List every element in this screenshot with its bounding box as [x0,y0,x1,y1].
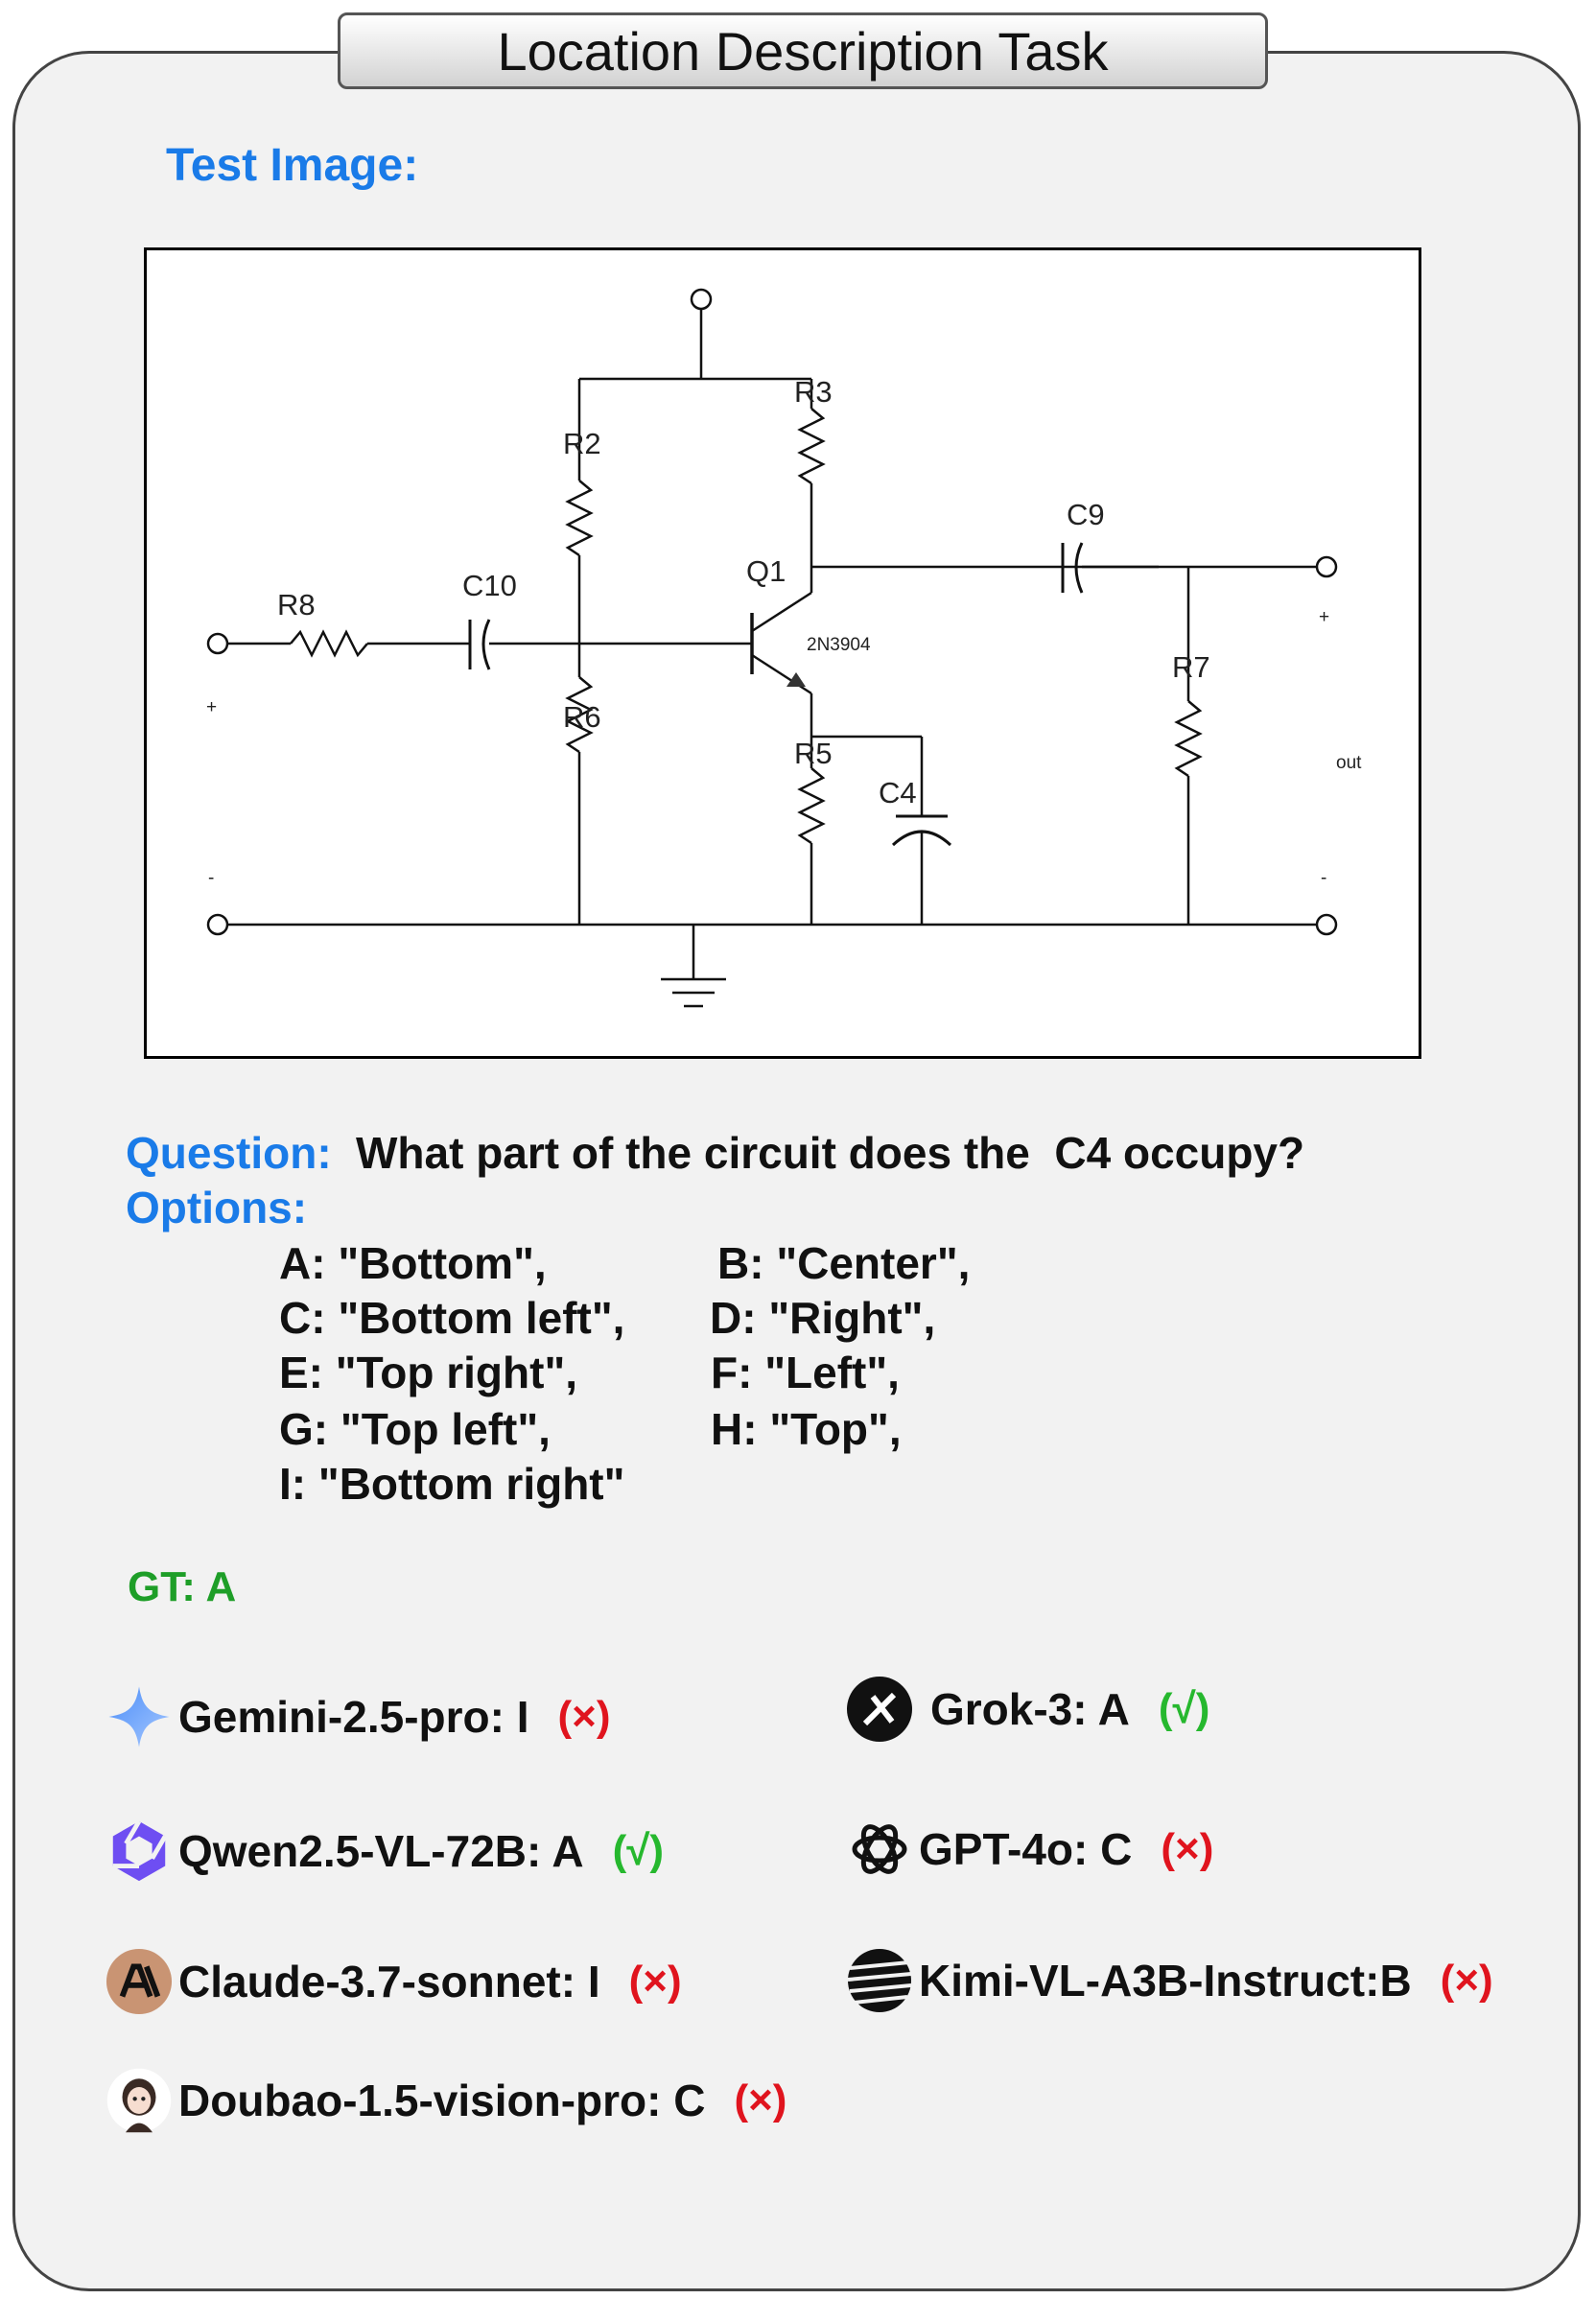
resistor-r6 [565,676,594,754]
resistor-r5 [797,767,826,845]
model-result-grok: Grok-3: A (√) [846,1676,1209,1743]
option-g: G: "Top left", [279,1404,551,1454]
result-mark-grok: (√) [1158,1685,1210,1732]
result-mark-doubao: (×) [734,2076,787,2123]
resistor-r7 [1174,700,1203,778]
qwen-icon [106,1818,173,1885]
circuit-image: R8 C10 R2 R6 R3 Q1 2N3904 R5 C4 C9 R7 ou… [144,247,1421,1059]
label-r7: R7 [1172,650,1210,684]
option-e: E: "Top right", [279,1348,578,1397]
model-name-claude: Claude-3.7-sonnet: I [178,1957,600,2006]
label-r3: R3 [794,375,833,409]
capacitor-c9 [1074,542,1084,594]
label-c9: C9 [1067,498,1105,531]
model-result-kimi: Kimi-VL-A3B-Instruct:B (×) [846,1947,1493,2014]
resistor-r3 [797,408,826,485]
result-mark-qwen: (√) [612,1827,665,1874]
test-image-label: Test Image: [166,140,419,191]
input-ground-terminal [206,913,229,936]
options-label: Options: [126,1183,308,1232]
openai-icon [846,1816,913,1883]
resistor-r8 [290,629,368,658]
result-mark-gpt: (×) [1161,1825,1214,1872]
label-c10: C10 [462,569,517,602]
label-r2: R2 [563,427,601,460]
result-mark-kimi: (×) [1440,1957,1493,2004]
option-d: D: "Right", [710,1293,936,1343]
option-f: F: "Left", [711,1348,900,1397]
option-h: H: "Top", [711,1404,902,1454]
output-terminal-top [1315,555,1338,578]
label-transistor-model: 2N3904 [807,635,871,655]
label-output-minus: - [1321,868,1326,888]
option-a: A: "Bottom", [279,1238,547,1288]
question-label: Question: [126,1128,332,1178]
model-result-gemini: Gemini-2.5-pro: I (×) [106,1683,610,1750]
model-name-gpt: GPT-4o: C [919,1824,1133,1874]
model-name-gemini: Gemini-2.5-pro: I [178,1692,529,1742]
label-r6: R6 [563,700,601,734]
question-text: What part of the circuit does the C4 occ… [356,1128,1305,1178]
output-ground-terminal [1315,913,1338,936]
label-r5: R5 [794,737,833,770]
supply-terminal [690,288,713,311]
anthropic-icon [106,1948,173,2015]
label-input-plus: + [206,697,217,717]
doubao-icon [106,2067,173,2134]
option-i: I: "Bottom right" [279,1459,625,1509]
model-name-grok: Grok-3: A [930,1684,1130,1734]
grok-icon [846,1676,913,1743]
label-q1: Q1 [746,554,786,588]
model-result-gpt: GPT-4o: C (×) [846,1816,1213,1883]
model-name-kimi: Kimi-VL-A3B-Instruct:B [919,1956,1412,2006]
label-r8: R8 [277,588,316,622]
gemini-icon [106,1683,173,1750]
resistor-r2 [565,480,594,557]
model-name-qwen: Qwen2.5-VL-72B: A [178,1826,584,1876]
ground-truth: GT: A [128,1563,237,1610]
label-c4: C4 [879,776,917,809]
kimi-icon [846,1947,913,2014]
option-b: B: "Center", [717,1238,971,1288]
model-name-doubao: Doubao-1.5-vision-pro: C [178,2076,706,2125]
label-output-plus: + [1319,607,1329,627]
model-result-qwen: Qwen2.5-VL-72B: A (√) [106,1818,664,1885]
result-mark-claude: (×) [628,1958,682,2005]
circuit-diagram: R8 C10 R2 R6 R3 Q1 2N3904 R5 C4 C9 R7 ou… [206,288,1362,1008]
emitter-arrow [786,672,806,687]
model-result-claude: Claude-3.7-sonnet: I (×) [106,1948,682,2015]
capacitor-c10 [481,619,491,670]
option-c: C: "Bottom left", [279,1293,625,1343]
input-terminal [206,632,229,655]
result-mark-gemini: (×) [557,1693,611,1740]
label-out: out [1336,753,1362,773]
label-input-minus: - [208,868,214,888]
model-result-doubao: Doubao-1.5-vision-pro: C (×) [106,2067,786,2134]
task-title: Location Description Task [338,12,1268,89]
